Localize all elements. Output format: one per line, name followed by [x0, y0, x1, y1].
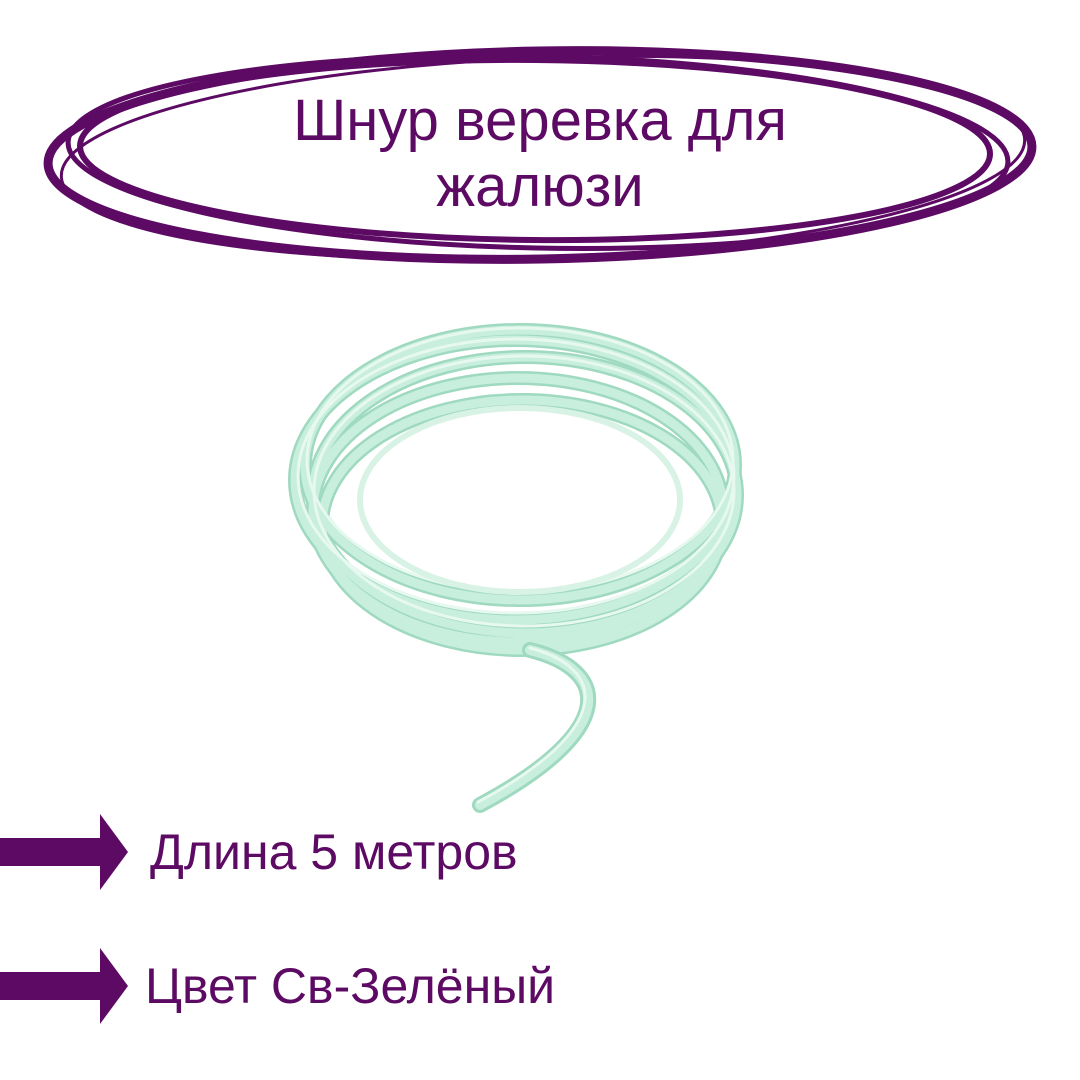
ellipse-frame-icon — [43, 46, 1037, 264]
page-title: Шнур веревка для жалюзи — [293, 88, 787, 219]
arrow-right-icon — [0, 814, 128, 890]
feature-length: Длина 5 метров — [0, 812, 800, 892]
cord-coil-image — [280, 310, 760, 830]
arrow-right-icon — [0, 948, 128, 1024]
title-banner: Шнур веревка для жалюзи — [0, 0, 1080, 290]
feature-color-label: Цвет Св-Зелёный — [145, 958, 556, 1014]
feature-length-label: Длина 5 метров — [150, 824, 518, 880]
feature-color: Цвет Св-Зелёный — [0, 946, 800, 1026]
